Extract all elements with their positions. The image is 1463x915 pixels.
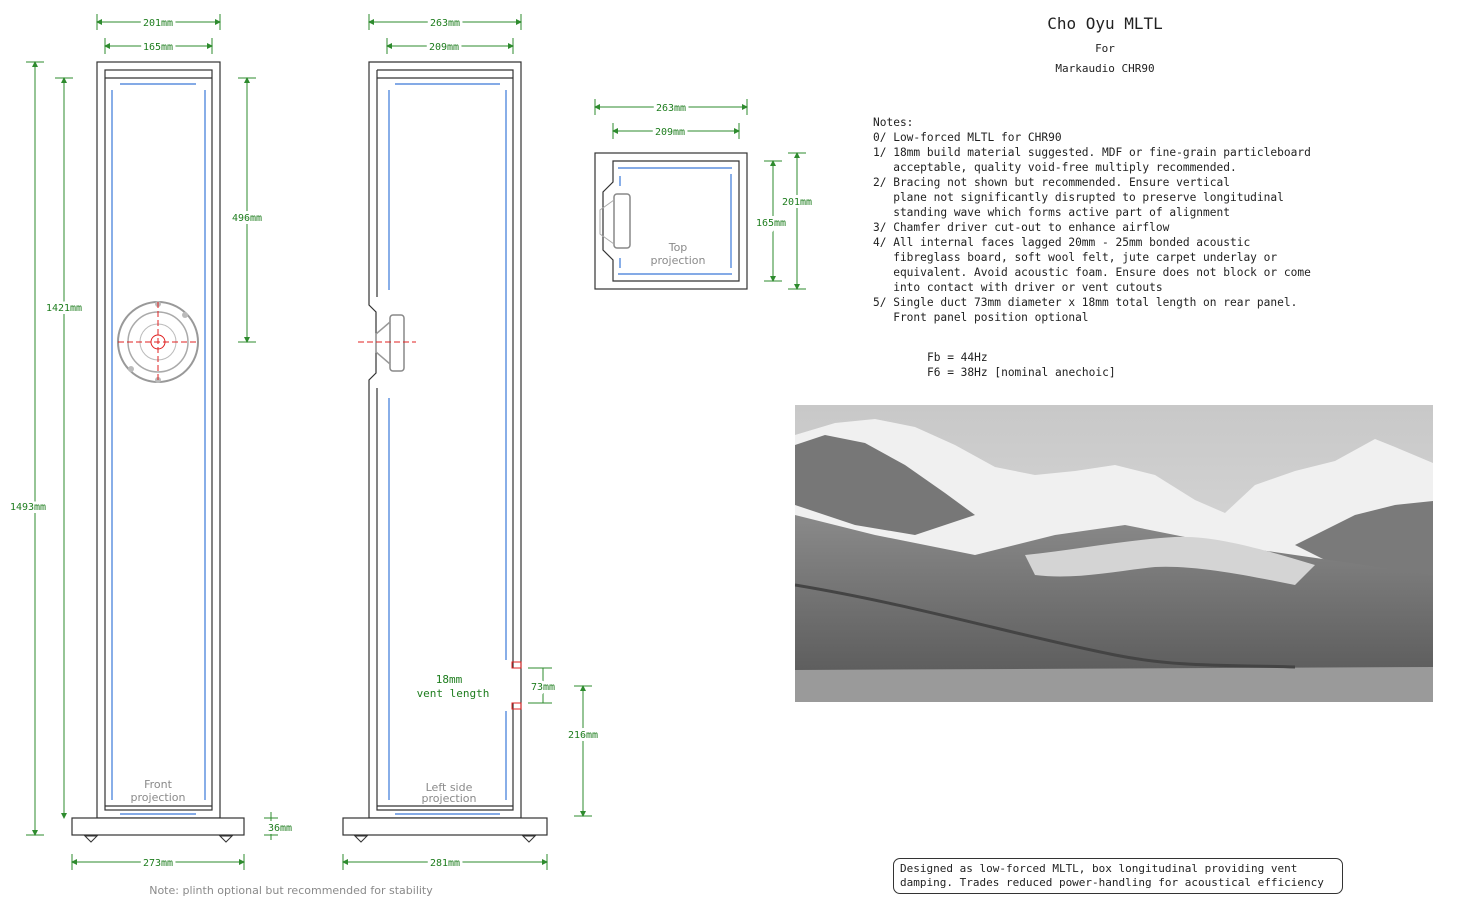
front-outer-width: 201mm: [143, 18, 173, 29]
top-view: Top projection 263mm 209mm 201mm 165mm: [594, 99, 815, 290]
side-outer-panel: [368, 61, 522, 819]
side-vent-height: 216mm: [568, 730, 598, 741]
front-plinth-height: 36mm: [268, 823, 292, 834]
front-inner-width: 165mm: [143, 42, 173, 53]
top-inner-panel: [602, 160, 740, 282]
notes-line: 0/ Low-forced MLTL for CHR90: [873, 131, 1062, 144]
side-label-line2: projection: [422, 792, 477, 805]
front-label-line2: projection: [131, 791, 186, 804]
side-plinth: [342, 817, 548, 836]
front-driver-height: 496mm: [232, 213, 262, 224]
front-lagging: [111, 83, 206, 815]
spec-fb: Fb = 44Hz: [927, 351, 988, 364]
spec-f6: F6 = 38Hz [nominal anechoic]: [927, 366, 1116, 379]
top-driver: [613, 193, 631, 249]
top-inner-depth: 209mm: [655, 127, 685, 138]
side-plinth-depth: 281mm: [430, 858, 460, 869]
front-inner-panel: [104, 69, 213, 811]
side-inner-depth: 209mm: [429, 42, 459, 53]
top-outer-width: 201mm: [782, 197, 812, 208]
summary-line: Designed as low-forced MLTL, box longitu…: [900, 862, 1298, 875]
notes-line: 5/ Single duct 73mm diameter x 18mm tota…: [873, 296, 1298, 309]
tuning-specs: Fb = 44Hz F6 = 38Hz [nominal anechoic]: [927, 350, 1116, 380]
side-outer-depth: 263mm: [430, 18, 460, 29]
side-view: Left side projection 263mm 209mm 73mm 21…: [342, 14, 601, 872]
notes-line: standing wave which forms active part of…: [873, 206, 1230, 219]
front-label-line1: Front: [144, 778, 173, 791]
page-title: Cho Oyu MLTL: [1047, 14, 1163, 33]
notes-line: 2/ Bracing not shown but recommended. En…: [873, 176, 1230, 189]
front-plinth-width: 273mm: [143, 858, 173, 869]
mountain-photo: [795, 405, 1433, 702]
notes-line: plane not significantly disrupted to pre…: [873, 191, 1284, 204]
top-outer-panel: [594, 152, 748, 290]
side-feet: [353, 835, 537, 843]
side-driver: [358, 314, 416, 372]
design-notes: Notes: 0/ Low-forced MLTL for CHR90 1/ 1…: [873, 115, 1311, 325]
top-inner-width: 165mm: [756, 218, 786, 229]
front-feet: [83, 835, 234, 843]
front-driver: [117, 301, 199, 383]
top-label-line1: Top: [668, 241, 688, 254]
front-total-height: 1493mm: [10, 502, 46, 513]
front-inner-height: 1421mm: [46, 303, 82, 314]
side-vent-note-line2: vent length: [417, 687, 490, 700]
side-vent-diameter: 73mm: [531, 682, 555, 693]
notes-line: 4/ All internal faces lagged 20mm - 25mm…: [873, 236, 1251, 249]
summary-box: Designed as low-forced MLTL, box longitu…: [893, 858, 1343, 894]
side-vent-note-line1: 18mm: [436, 673, 463, 686]
front-view: Front projection 201mm 165mm 496mm 1421m…: [7, 14, 295, 872]
notes-line: fibreglass board, soft wool felt, jute c…: [873, 251, 1278, 264]
top-lagging: [618, 167, 732, 275]
plinth-footnote: Note: plinth optional but recommended fo…: [149, 884, 433, 897]
front-outer-panel: [96, 61, 221, 819]
driver-name: Markaudio CHR90: [1055, 62, 1155, 75]
top-outer-depth: 263mm: [656, 103, 686, 114]
notes-line: equivalent. Avoid acoustic foam. Ensure …: [873, 266, 1311, 279]
notes-line: 3/ Chamfer driver cut-out to enhance air…: [873, 221, 1170, 234]
side-inner-panel: [376, 69, 514, 811]
side-lagging: [388, 83, 507, 815]
notes-line: Front panel position optional: [873, 311, 1089, 324]
side-vent-bottom: [511, 702, 522, 710]
notes-line: into contact with driver or vent cutouts: [873, 281, 1163, 294]
summary-line: damping. Trades reduced power-handling f…: [900, 876, 1324, 889]
notes-line: Notes:: [873, 116, 914, 129]
notes-line: 1/ 18mm build material suggested. MDF or…: [873, 146, 1311, 159]
side-label-line1: Left side: [426, 781, 473, 794]
notes-line: acceptable, quality void-free multiply r…: [873, 161, 1237, 174]
side-vent-top: [511, 661, 522, 669]
front-plinth: [71, 817, 245, 836]
for-label: For: [1095, 42, 1115, 55]
top-label-line2: projection: [651, 254, 706, 267]
